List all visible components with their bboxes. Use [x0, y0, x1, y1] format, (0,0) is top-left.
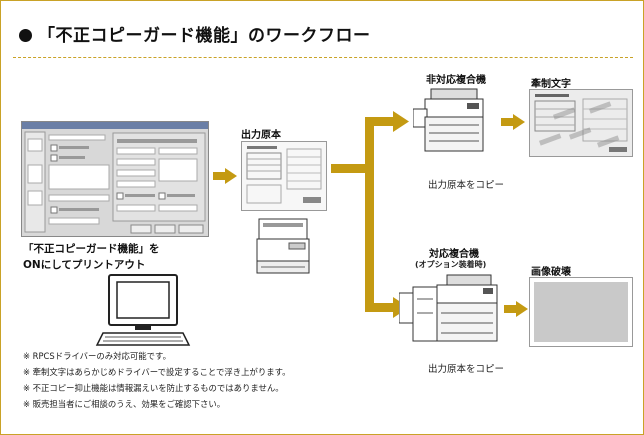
destroyed-image-icon	[529, 277, 633, 347]
page-title: 「不正コピーガード機能」のワークフロー	[19, 21, 371, 46]
label-noncompatible-device: 非対応複合機	[426, 75, 486, 86]
watermark-copy-icon	[529, 89, 633, 157]
note-item: ※ 不正コピー抑止機能は情報漏えいを防止するものではありません。	[23, 383, 284, 393]
multifunction-copier-with-finisher-icon	[399, 274, 498, 342]
arrow-to-destroyed-icon	[504, 301, 528, 317]
laser-printer-icon	[256, 218, 310, 274]
note-item: ※ 牽制文字はあらかじめドライバーで設定することで浮き上がります。	[23, 367, 291, 377]
computer-icon	[95, 274, 191, 346]
note-item: ※ 販売担当者にご相談のうえ、効果をご確認下さい。	[23, 399, 226, 409]
bullet-icon	[19, 29, 32, 42]
page-title-text: 「不正コピーガード機能」のワークフロー	[38, 26, 371, 46]
note-item: ※ RPCSドライバーのみ対応可能です。	[23, 351, 171, 361]
caption-print-line2: ONにしてプリントアウト	[23, 259, 146, 271]
printer-driver-dialog-icon	[21, 121, 209, 237]
label-compatible-device-option: (オプション装着時)	[415, 260, 487, 269]
label-compatible-device: 対応複合機	[429, 249, 479, 260]
caption-copy-top: 出力原本をコピー	[428, 180, 505, 191]
notes: ※ RPCSドライバーのみ対応可能です。 ※ 牽制文字はあらかじめドライバーで設…	[23, 348, 291, 412]
dashed-divider	[13, 57, 633, 58]
label-output-original: 出力原本	[241, 130, 281, 141]
multifunction-copier-icon	[413, 88, 484, 152]
arrow-to-watermark-icon	[501, 114, 525, 130]
caption-copy-bottom: 出力原本をコピー	[428, 364, 505, 375]
document-icon	[241, 141, 327, 211]
label-image-destroyed: 画像破壊	[531, 267, 571, 278]
label-watermark-text: 牽制文字	[531, 79, 571, 90]
arrow-to-original-icon	[213, 168, 237, 184]
caption-print-line1: 「不正コピーガード機能」を	[23, 243, 160, 255]
